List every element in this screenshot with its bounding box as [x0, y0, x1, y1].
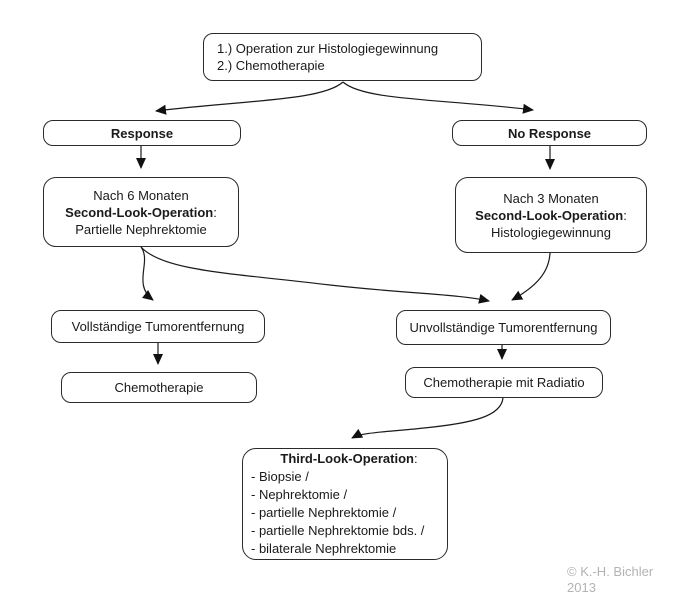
- node-response: Response: [43, 120, 241, 146]
- node-primary-treatment-line1: 1.) Operation zur Histologiegewinnung: [217, 41, 439, 56]
- second-look-left-line1: Nach 6 Monaten: [93, 187, 189, 203]
- chemo-radiation-label: Chemotherapie mit Radiatio: [423, 375, 585, 390]
- arrow-second-look-left-to-complete: [140, 246, 154, 301]
- third-look-item: - bilaterale Nephrektomie: [251, 541, 397, 556]
- node-no-response-label: No Response: [507, 125, 592, 141]
- node-no-response: No Response: [452, 120, 647, 146]
- second-look-left-line2: Second-Look-Operation:: [65, 204, 217, 220]
- node-third-look-operation: Third-Look-Operation: - Biopsie / - Neph…: [242, 448, 448, 560]
- node-primary-treatment: 1.) Operation zur Histologiegewinnung 2.…: [203, 33, 482, 81]
- copyright-credit-line2: 2013: [567, 580, 596, 595]
- copyright-credit-line1: © K.-H. Bichler: [567, 564, 654, 579]
- arrow-root-to-response: [155, 81, 344, 115]
- node-response-label: Response: [110, 125, 174, 141]
- node-primary-treatment-line2: 2.) Chemotherapie: [217, 58, 325, 73]
- second-look-right-line3: Histologiegewinnung: [491, 224, 611, 240]
- node-second-look-left: Nach 6 Monaten Second-Look-Operation: Pa…: [43, 177, 239, 247]
- arrow-second-look-right-to-incomplete: [511, 252, 551, 301]
- third-look-title: Third-Look-Operation:: [280, 451, 418, 466]
- arrow-second-look-left-to-incomplete: [140, 246, 490, 304]
- second-look-right-line2: Second-Look-Operation:: [475, 207, 627, 223]
- arrow-root-to-no-response: [342, 81, 534, 114]
- copyright-credit: © K.-H. Bichler 2013: [567, 564, 689, 596]
- arrow-chemo-radiation-to-third-look: [351, 397, 504, 439]
- second-look-right-line1: Nach 3 Monaten: [503, 190, 599, 206]
- third-look-item: - Nephrektomie /: [251, 487, 348, 502]
- third-look-item: - Biopsie /: [251, 469, 309, 484]
- node-second-look-right: Nach 3 Monaten Second-Look-Operation: Hi…: [455, 177, 647, 253]
- node-chemotherapy-radiation: Chemotherapie mit Radiatio: [405, 367, 603, 398]
- node-chemotherapy: Chemotherapie: [61, 372, 257, 403]
- complete-removal-label: Vollständige Tumorentfernung: [71, 319, 245, 334]
- second-look-left-line3: Partielle Nephrektomie: [75, 221, 207, 237]
- third-look-item: - partielle Nephrektomie /: [251, 505, 397, 520]
- chemo-label: Chemotherapie: [114, 380, 204, 395]
- third-look-item: - partielle Nephrektomie bds. /: [251, 523, 425, 538]
- node-incomplete-tumor-removal: Unvollständige Tumorentfernung: [396, 310, 611, 345]
- incomplete-removal-label: Unvollständige Tumorentfernung: [409, 320, 598, 335]
- node-complete-tumor-removal: Vollständige Tumorentfernung: [51, 310, 265, 343]
